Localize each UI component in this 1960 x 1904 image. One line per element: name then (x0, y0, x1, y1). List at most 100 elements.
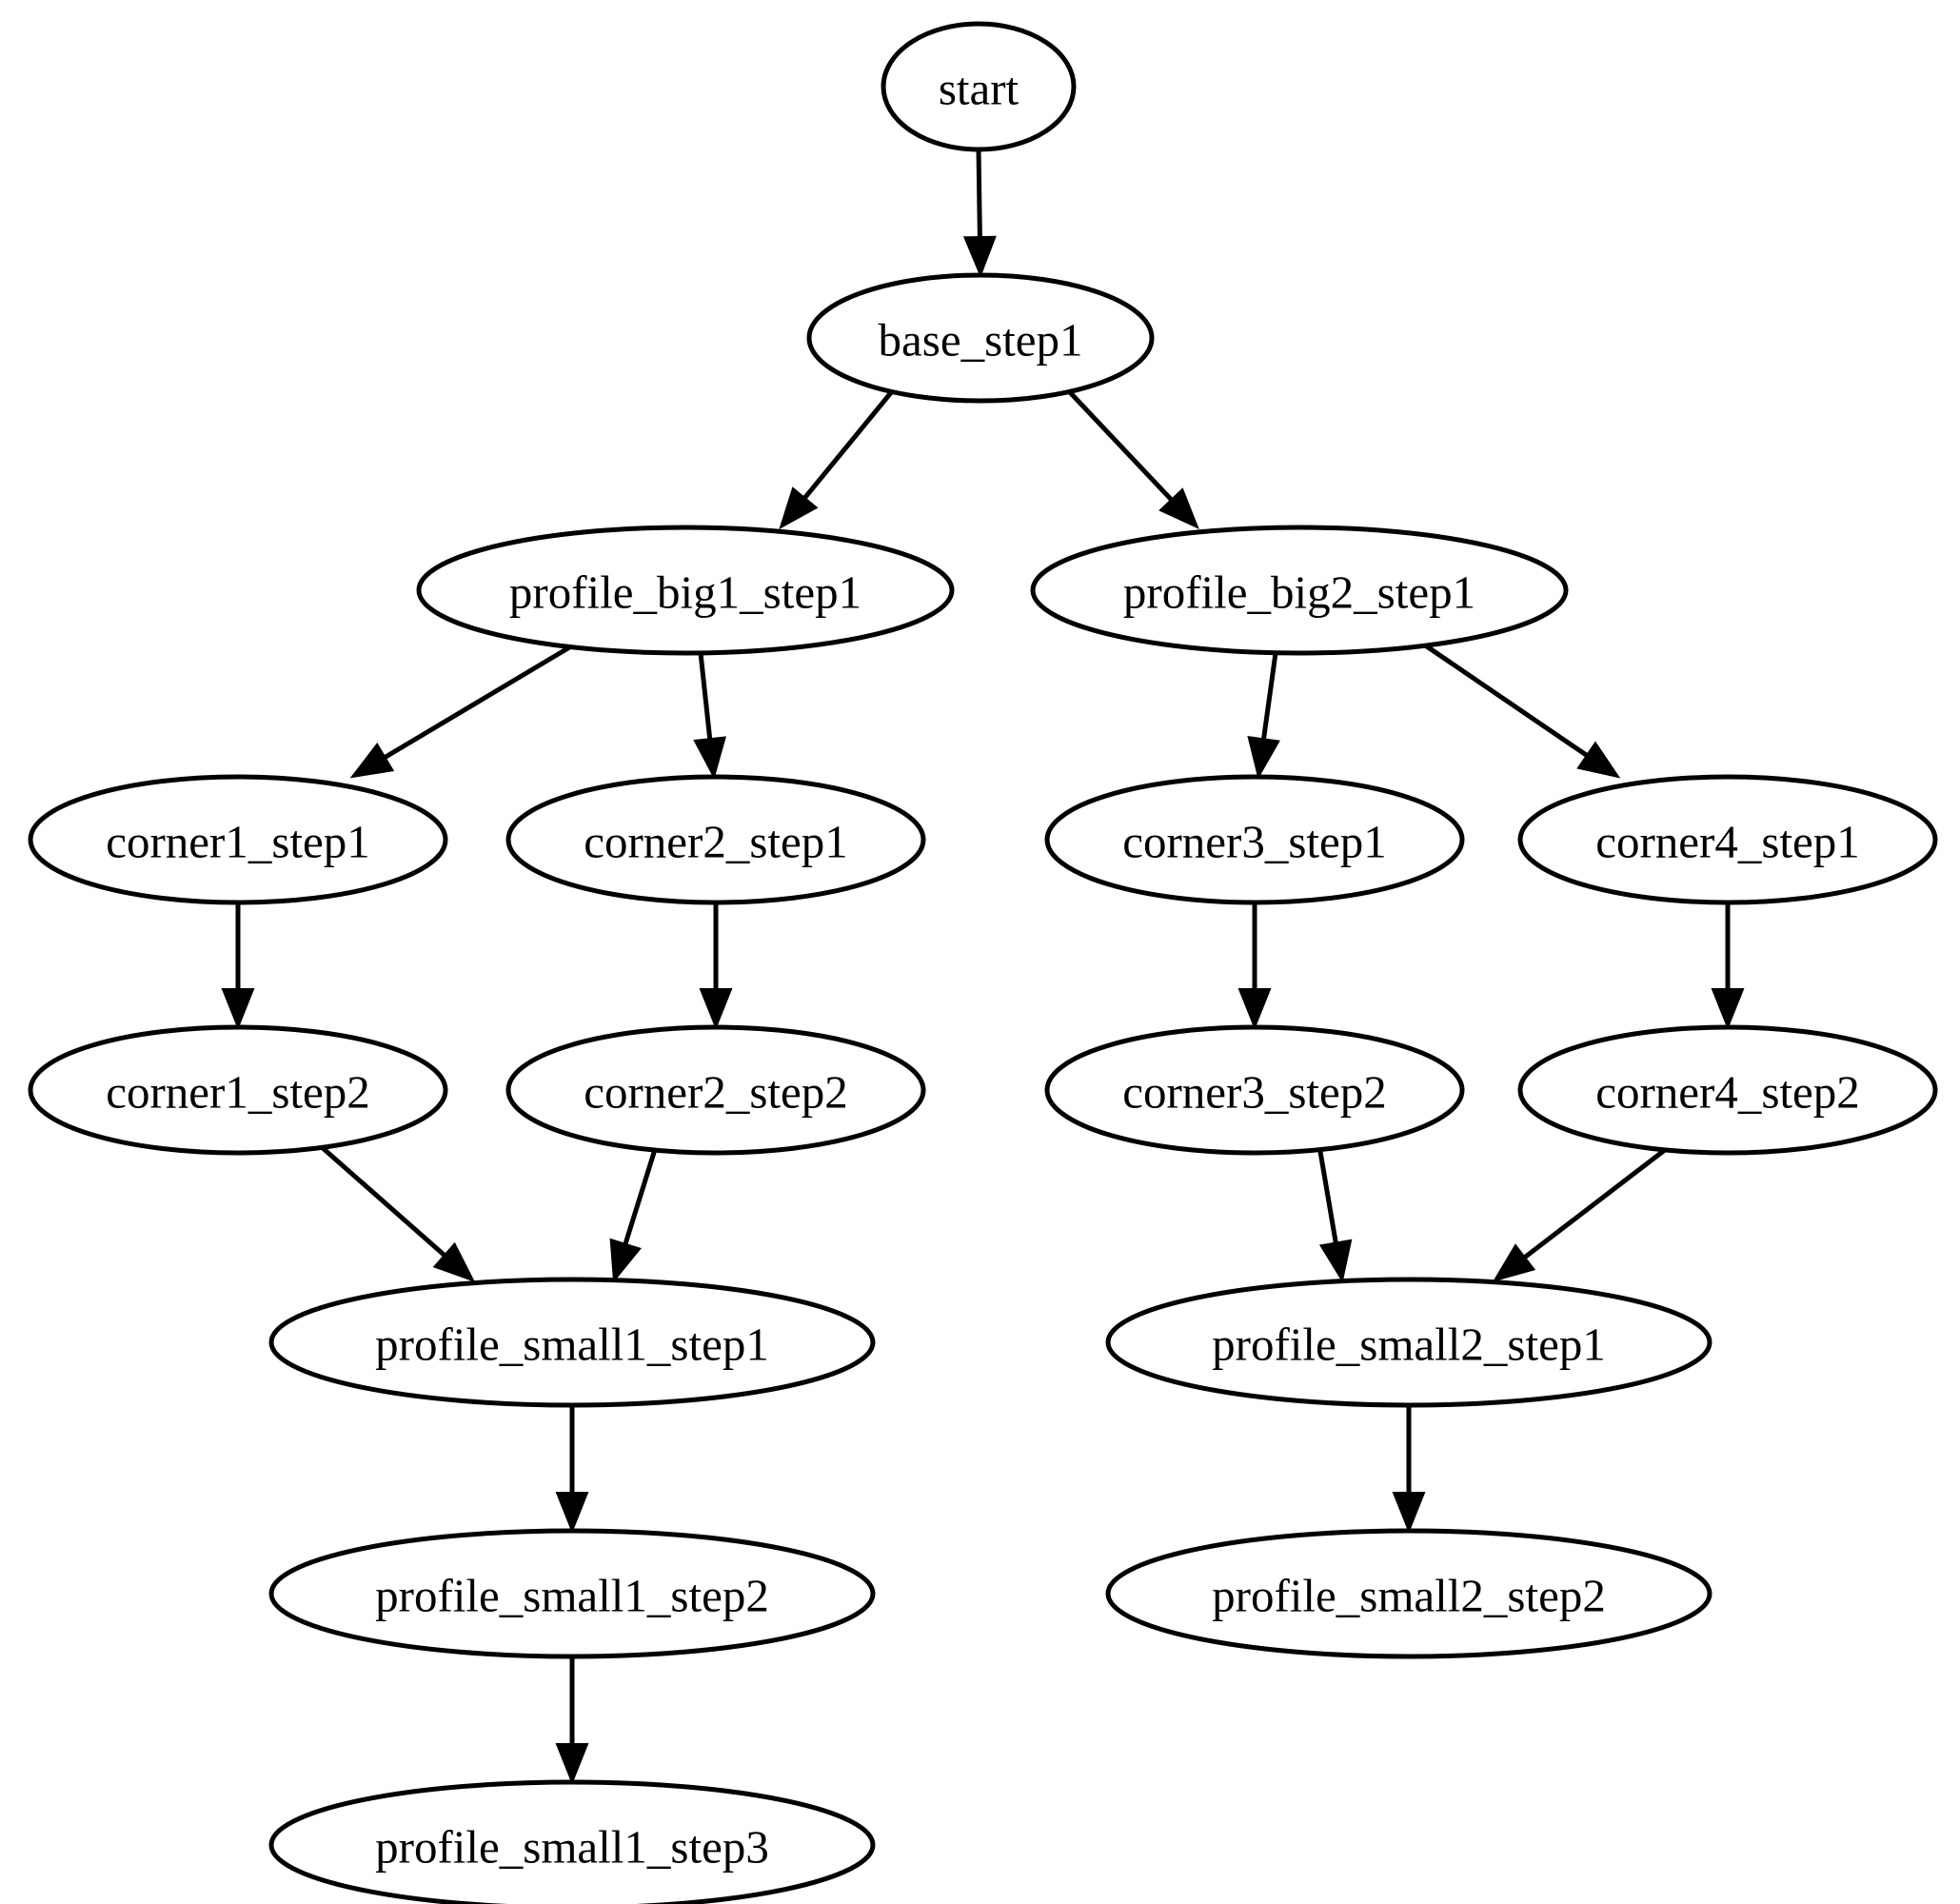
node-corner1_step2[interactable]: corner1_step2 (28, 1024, 448, 1156)
edge-start-to-base_step1 (962, 149, 997, 278)
node-shape-ellipse[interactable] (505, 774, 926, 905)
edge-profile_small1_step1-to-profile_small1_step2 (555, 1405, 589, 1534)
edge-line (623, 1142, 660, 1245)
node-label: corner3_step2 (1122, 1066, 1387, 1119)
node-shape-ellipse[interactable] (1044, 774, 1465, 905)
node-label: profile_big1_step1 (509, 566, 861, 619)
edge-profile_big2_step1-to-corner4_step1 (1416, 638, 1621, 779)
node-label: profile_small1_step2 (375, 1570, 769, 1622)
node-corner4_step1[interactable]: corner4_step1 (1517, 774, 1938, 905)
node-shape-ellipse[interactable] (881, 21, 1077, 152)
edge-arrowhead (555, 1492, 589, 1534)
node-profile_small2_step2[interactable]: profile_small2_step2 (1105, 1528, 1713, 1659)
node-start[interactable]: start (881, 21, 1077, 152)
node-shape-ellipse[interactable] (1105, 1277, 1713, 1408)
edge-arrowhead (779, 486, 819, 530)
edge-line (1261, 652, 1278, 740)
edge-arrowhead (1237, 988, 1272, 1030)
edge-line (976, 149, 982, 238)
node-shape-ellipse[interactable] (1517, 774, 1938, 905)
node-corner1_step1[interactable]: corner1_step1 (28, 774, 448, 905)
edge-profile_small1_step2-to-profile_small1_step3 (555, 1656, 589, 1785)
edge-corner4_step2-to-profile_small2_step1 (1492, 1141, 1675, 1282)
node-label: profile_small2_step2 (1212, 1570, 1606, 1622)
node-shape-ellipse[interactable] (268, 1277, 876, 1408)
edge-base_step1-to-profile_big1_step1 (779, 388, 895, 530)
edge-corner2_step2-to-profile_small1_step1 (609, 1142, 660, 1283)
edge-profile_big2_step1-to-corner3_step1 (1247, 652, 1280, 780)
edge-line (1316, 1140, 1338, 1243)
node-corner3_step2[interactable]: corner3_step2 (1044, 1024, 1465, 1156)
edge-arrowhead (1711, 988, 1745, 1030)
node-label: corner4_step2 (1595, 1066, 1860, 1119)
edge-corner2_step1-to-corner2_step2 (699, 902, 733, 1030)
node-shape-ellipse[interactable] (268, 1528, 876, 1659)
node-corner2_step1[interactable]: corner2_step1 (505, 774, 926, 905)
edge-arrowhead (349, 742, 395, 779)
edge-arrowhead (1576, 741, 1621, 779)
node-label: corner2_step2 (584, 1066, 848, 1119)
edge-arrowhead (555, 1743, 589, 1785)
node-profile_small1_step3[interactable]: profile_small1_step3 (268, 1779, 876, 1904)
edge-corner1_step1-to-corner1_step2 (221, 902, 255, 1030)
edge-arrowhead (962, 235, 997, 278)
edge-line (1523, 1141, 1675, 1259)
edge-arrowhead (609, 1238, 642, 1283)
node-shape-ellipse[interactable] (268, 1779, 876, 1904)
node-shape-ellipse[interactable] (1044, 1024, 1465, 1156)
node-label: start (939, 63, 1020, 115)
node-corner3_step1[interactable]: corner3_step1 (1044, 774, 1465, 905)
edge-line (698, 652, 713, 740)
edge-corner3_step2-to-profile_small1_step1_unused (1316, 1140, 1353, 1283)
node-label: base_step1 (879, 314, 1083, 367)
node-profile_big1_step1[interactable]: profile_big1_step1 (416, 525, 955, 656)
edge-arrowhead (1392, 1492, 1426, 1534)
node-shape-ellipse[interactable] (1517, 1024, 1938, 1156)
edges-layer (221, 149, 1745, 1785)
edge-arrowhead (1247, 735, 1280, 780)
edge-corner4_step1-to-corner4_step2 (1711, 902, 1745, 1030)
node-profile_big2_step1[interactable]: profile_big2_step1 (1030, 525, 1569, 656)
node-shape-ellipse[interactable] (28, 1024, 448, 1156)
edge-corner1_step2-to-profile_small1_step1 (312, 1139, 476, 1282)
edge-line (312, 1139, 446, 1258)
node-profile_small1_step1[interactable]: profile_small1_step1 (268, 1277, 876, 1408)
node-label: corner1_step2 (106, 1066, 370, 1119)
node-label: profile_small1_step3 (375, 1821, 769, 1874)
edge-arrowhead (1158, 487, 1199, 529)
node-shape-ellipse[interactable] (1105, 1528, 1713, 1659)
node-label: corner1_step1 (106, 816, 370, 868)
node-profile_small1_step2[interactable]: profile_small1_step2 (268, 1528, 876, 1659)
edge-arrowhead (1492, 1243, 1536, 1282)
edge-line (1416, 638, 1589, 758)
node-label: profile_small2_step1 (1212, 1319, 1606, 1371)
edge-arrowhead (432, 1241, 476, 1282)
node-label: corner2_step1 (584, 816, 848, 868)
edge-arrowhead (221, 988, 255, 1030)
node-label: profile_small1_step1 (375, 1319, 769, 1371)
edge-line (384, 638, 583, 760)
node-profile_small2_step1[interactable]: profile_small2_step1 (1105, 1277, 1713, 1408)
node-shape-ellipse[interactable] (28, 774, 448, 905)
edge-corner3_step1-to-corner3_step2 (1237, 902, 1272, 1030)
edge-line (1066, 388, 1174, 502)
edge-base_step1-to-profile_big2_step1 (1066, 388, 1199, 529)
edge-arrowhead (1318, 1239, 1353, 1283)
edge-arrowhead (693, 736, 726, 780)
edge-arrowhead (699, 988, 733, 1030)
edge-line (802, 388, 895, 500)
edge-profile_big1_step1-to-corner2_step1 (693, 652, 726, 780)
node-base_step1[interactable]: base_step1 (806, 272, 1155, 404)
node-corner4_step2[interactable]: corner4_step2 (1517, 1024, 1938, 1156)
node-shape-ellipse[interactable] (806, 272, 1155, 404)
node-label: corner4_step1 (1595, 816, 1860, 868)
node-shape-ellipse[interactable] (1030, 525, 1569, 656)
node-corner2_step2[interactable]: corner2_step2 (505, 1024, 926, 1156)
node-shape-ellipse[interactable] (505, 1024, 926, 1156)
node-shape-ellipse[interactable] (416, 525, 955, 656)
node-label: profile_big2_step1 (1123, 566, 1475, 619)
node-label: corner3_step1 (1122, 816, 1387, 868)
edge-profile_small2_step1-to-profile_small2_step2 (1392, 1405, 1426, 1534)
